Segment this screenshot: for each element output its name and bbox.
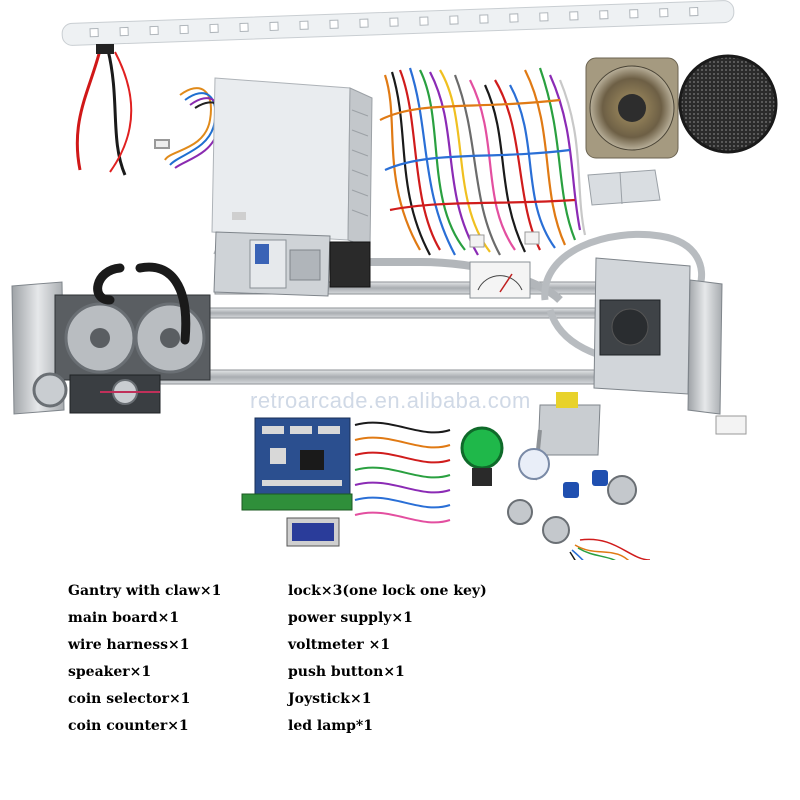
joystick-wires [569, 538, 651, 606]
parts-list-right-column: lock×3(one lock one key) power supply×1 … [288, 578, 487, 740]
part-joystick: Joystick×1 [288, 691, 372, 707]
parts-kit-illustration [11, 0, 778, 606]
part-main-board: main board×1 [68, 610, 180, 626]
part-gantry-with-claw: Gantry with claw×1 [68, 583, 222, 599]
watermark-text: retroarcade.en.alibaba.com [250, 388, 531, 413]
part-speaker: speaker×1 [68, 664, 152, 680]
wire-harness [379, 67, 587, 256]
mounting-bracket [587, 169, 661, 206]
main-board [241, 417, 353, 547]
speaker [585, 57, 679, 159]
led-lamp [61, 0, 735, 176]
gantry-motor-unit [593, 257, 747, 435]
power-supply [211, 77, 373, 249]
part-lock: lock×3(one lock one key) [288, 583, 487, 599]
parts-list-left-column: Gantry with claw×1 main board×1 wire har… [68, 578, 221, 740]
joystick [518, 392, 601, 481]
part-coin-selector: coin selector×1 [68, 691, 191, 707]
part-push-button: push button×1 [288, 664, 405, 680]
push-button [460, 426, 504, 486]
coin-selector [213, 231, 371, 297]
part-voltmeter: voltmeter ×1 [288, 637, 391, 653]
part-wire-harness: wire harness×1 [68, 637, 190, 653]
part-led-lamp: led lamp*1 [288, 718, 373, 734]
parts-list: Gantry with claw×1 main board×1 wire har… [0, 578, 800, 758]
voltmeter [469, 261, 531, 299]
part-coin-counter: coin counter×1 [68, 718, 189, 734]
part-power-supply: power supply×1 [288, 610, 413, 626]
board-wire-harness [354, 421, 451, 524]
product-photo: retroarcade.en.alibaba.com [11, 0, 778, 606]
speaker-grille [678, 54, 778, 154]
gantry-with-claw [11, 262, 211, 415]
locks-with-keys [507, 470, 637, 544]
